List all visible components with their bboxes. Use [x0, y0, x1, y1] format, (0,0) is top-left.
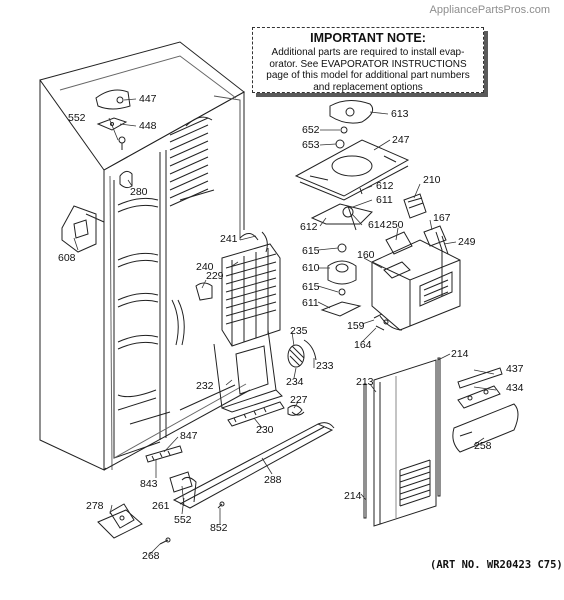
part-608-switch [61, 205, 105, 253]
part-232-evaporator [213, 231, 283, 413]
part-label[interactable]: 234 [286, 376, 304, 388]
part-label[interactable]: 213 [356, 376, 374, 388]
part-229-clip [195, 282, 213, 301]
part-447-cover [95, 89, 131, 110]
part-552-screw [118, 136, 126, 150]
part-label[interactable]: 552 [68, 112, 86, 124]
watermark: AppliancePartsPros.com [429, 4, 550, 16]
part-label[interactable]: 612 [300, 221, 318, 233]
note-body: Additional parts are required to install… [253, 47, 483, 93]
part-label[interactable]: 247 [392, 134, 410, 146]
important-note-box: IMPORTANT NOTE: Additional parts are req… [252, 27, 484, 93]
part-label[interactable]: 233 [316, 360, 334, 372]
note-line: Additional parts are required to install… [271, 47, 465, 58]
note-title: IMPORTANT NOTE: [310, 31, 426, 45]
part-label[interactable]: 434 [506, 382, 524, 394]
part-label[interactable]: 268 [142, 550, 160, 562]
part-label[interactable]: 160 [357, 249, 375, 261]
part-250-thermostat [385, 231, 413, 255]
part-label[interactable]: 611 [376, 194, 393, 206]
part-233-wire [303, 339, 317, 361]
part-852-screw [217, 501, 225, 509]
part-label[interactable]: 250 [386, 219, 404, 231]
part-label[interactable]: 280 [130, 186, 148, 198]
part-label[interactable]: 610 [302, 262, 320, 274]
leader-lines [73, 98, 497, 555]
part-label[interactable]: 210 [423, 174, 441, 186]
part-611-bracket [320, 301, 362, 317]
part-label[interactable]: 261 [152, 500, 170, 512]
part-label[interactable]: 653 [302, 139, 320, 151]
part-268-screw [159, 537, 171, 545]
part-label[interactable]: 229 [206, 270, 224, 282]
part-613-fan-blade [329, 100, 374, 124]
part-label[interactable]: 159 [347, 320, 365, 332]
part-227-clip [287, 404, 305, 416]
part-label[interactable]: 652 [302, 124, 320, 136]
part-label[interactable]: 852 [210, 522, 228, 534]
part-label[interactable]: 230 [256, 424, 274, 436]
part-label[interactable]: 615 [302, 281, 320, 293]
cabinet-shell [39, 41, 251, 471]
part-label[interactable]: 167 [433, 212, 451, 224]
part-261-damper [169, 471, 193, 493]
part-label[interactable]: 258 [474, 440, 492, 452]
part-847-heater [145, 445, 183, 463]
art-number: (ART NO. WR20423 C75) [430, 559, 563, 571]
part-210-damper [403, 193, 427, 219]
part-label[interactable]: 164 [354, 339, 372, 351]
part-label[interactable]: 235 [290, 325, 308, 337]
part-247-fan-cover [294, 139, 410, 201]
part-167-duct-seal [423, 225, 447, 247]
part-230-trough [227, 401, 285, 427]
part-615-610-fan-motor [327, 243, 357, 296]
note-line: and replacement options [313, 81, 423, 93]
part-label[interactable]: 241 [220, 233, 238, 245]
part-label[interactable]: 288 [264, 474, 282, 486]
part-label[interactable]: 612 [376, 180, 394, 192]
part-label[interactable]: 214 [344, 490, 362, 502]
part-label[interactable]: 552 [174, 514, 192, 526]
part-label[interactable]: 608 [58, 252, 76, 264]
part-288-duct [172, 422, 335, 509]
part-label[interactable]: 278 [86, 500, 104, 512]
part-label[interactable]: 847 [180, 430, 198, 442]
part-label[interactable]: 615 [302, 245, 320, 257]
part-label[interactable]: 611 [302, 297, 319, 309]
part-label[interactable]: 249 [458, 236, 476, 248]
part-159-164-fasteners [373, 313, 389, 331]
part-213-panel [373, 359, 437, 527]
part-214-strip [363, 357, 441, 519]
part-258-lens [452, 403, 519, 453]
part-label[interactable]: 214 [451, 348, 469, 360]
part-612-611-614-clip [310, 187, 373, 231]
part-label[interactable]: 614 [368, 219, 386, 231]
part-label[interactable]: 843 [140, 478, 158, 490]
part-278-hinge [97, 503, 143, 539]
part-label[interactable]: 447 [139, 93, 157, 105]
note-line: orator. See EVAPORATOR INSTRUCTIONS [269, 58, 467, 70]
part-label[interactable]: 613 [391, 108, 409, 120]
part-234-bracket [287, 344, 305, 368]
part-249-gasket [435, 231, 449, 296]
part-160-control-housing [371, 239, 461, 331]
part-label[interactable]: 227 [290, 394, 308, 406]
note-line: page of this model for additional part n… [266, 70, 470, 81]
part-label[interactable]: 240 [196, 261, 214, 273]
part-label[interactable]: 232 [196, 380, 214, 392]
part-label[interactable]: 437 [506, 363, 524, 375]
part-label[interactable]: 448 [139, 120, 157, 132]
